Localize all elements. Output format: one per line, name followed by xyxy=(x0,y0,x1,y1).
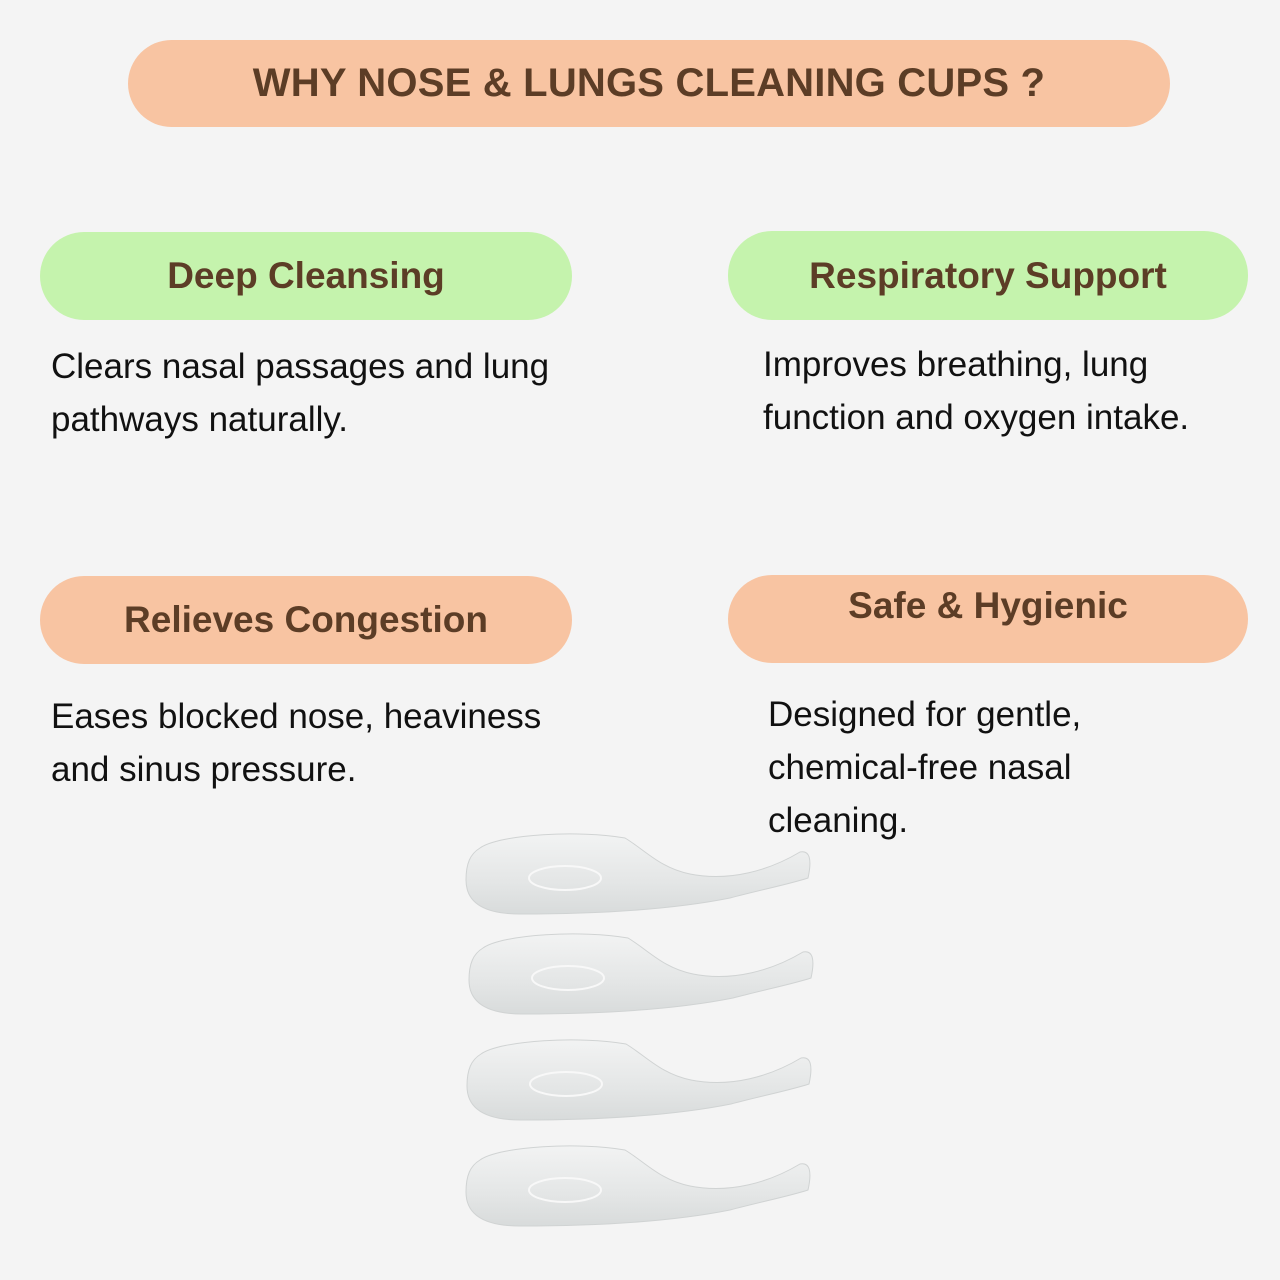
text-line: function and oxygen intake. xyxy=(763,398,1190,437)
product-image xyxy=(460,830,820,1250)
text-line: Clears nasal passages and lung xyxy=(51,347,550,386)
feature-text-relieves-congestion: Eases blocked nose, heaviness and sinus … xyxy=(51,690,541,796)
text-line: Improves breathing, lung xyxy=(763,345,1149,384)
text-line: pathways naturally. xyxy=(51,400,349,439)
feature-heading-respiratory-support: Respiratory Support xyxy=(728,231,1248,320)
feature-heading-safe-hygienic: Safe & Hygienic xyxy=(728,575,1248,663)
feature-text-deep-cleansing: Clears nasal passages and lung pathways … xyxy=(51,340,549,446)
nasal-cup-icon xyxy=(465,833,814,1227)
feature-text-respiratory-support: Improves breathing, lung function and ox… xyxy=(763,338,1189,444)
text-line: Designed for gentle, xyxy=(768,695,1082,734)
feature-heading-deep-cleansing: Deep Cleansing xyxy=(40,232,572,320)
text-line: chemical-free nasal xyxy=(768,748,1072,787)
feature-text-safe-hygienic: Designed for gentle, chemical-free nasal… xyxy=(768,688,1081,847)
text-line: Eases blocked nose, heaviness xyxy=(51,697,542,736)
text-line: cleaning. xyxy=(768,801,909,840)
page-title: WHY NOSE & LUNGS CLEANING CUPS ? xyxy=(128,40,1170,127)
text-line: and sinus pressure. xyxy=(51,750,357,789)
feature-heading-relieves-congestion: Relieves Congestion xyxy=(40,576,572,664)
